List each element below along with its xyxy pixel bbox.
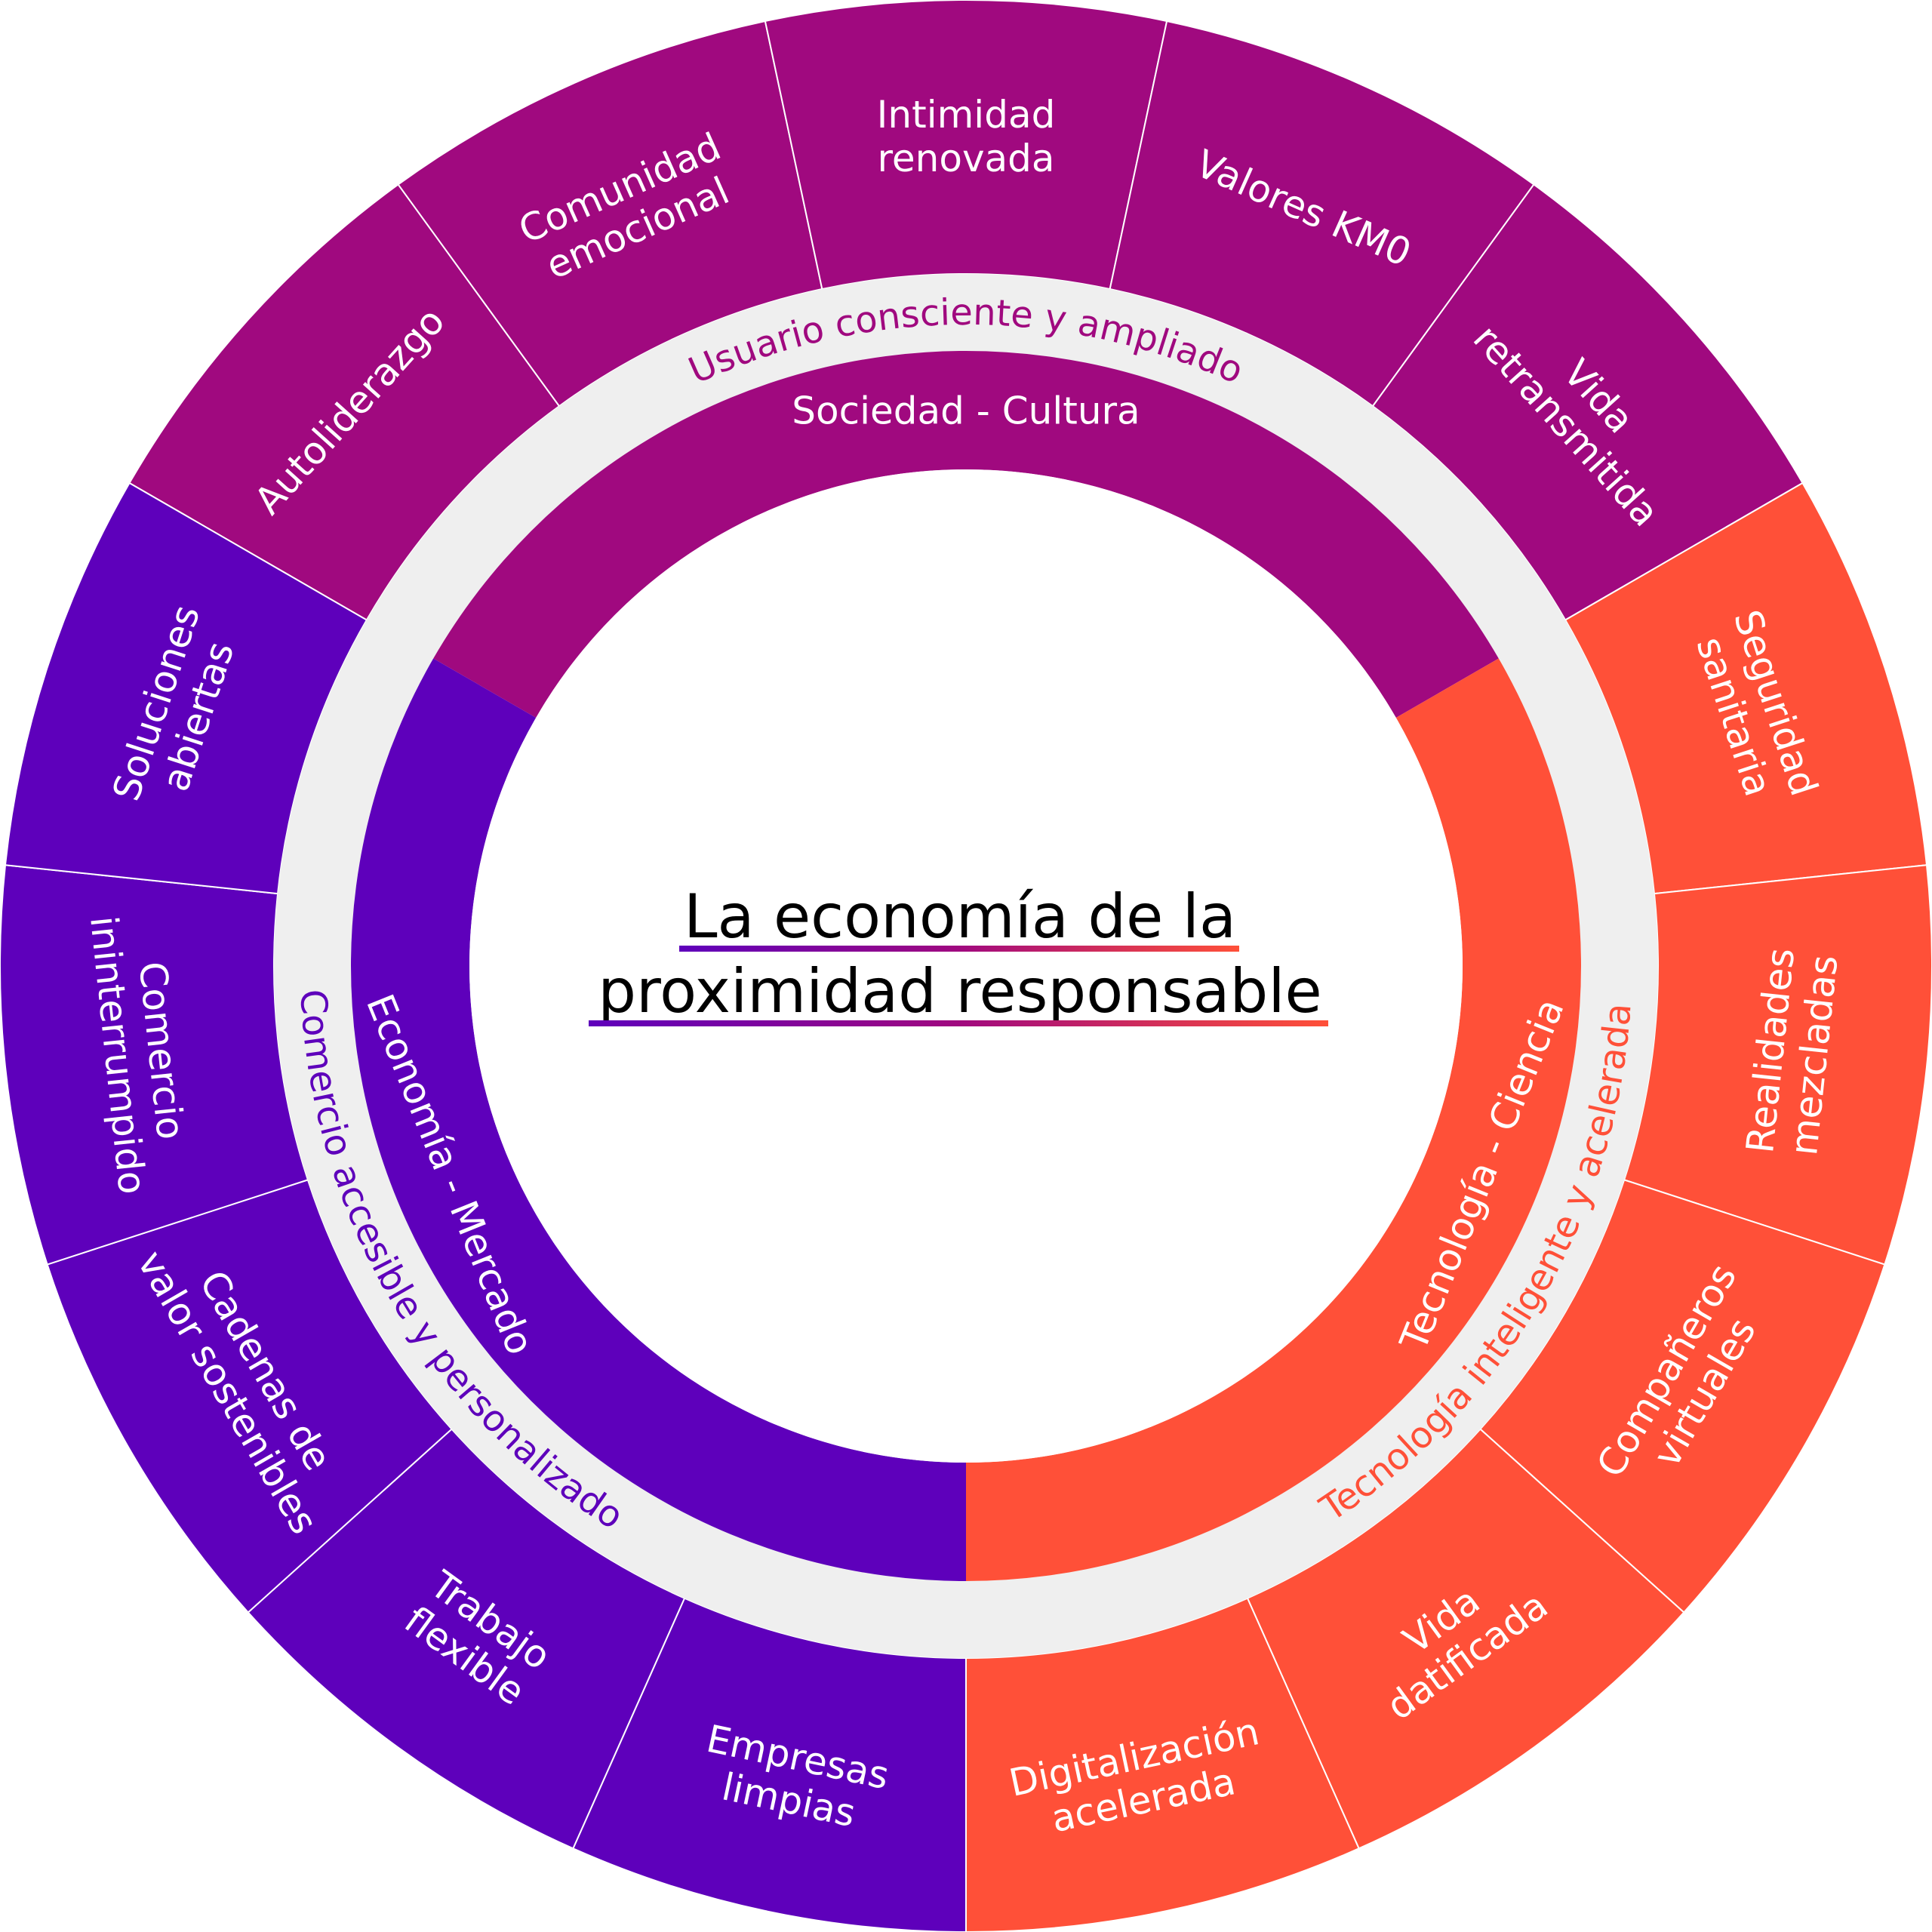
title-line-2: proximidad responsable <box>598 956 1322 1026</box>
center-circle <box>469 469 1463 1463</box>
title-line-1: La economía de la <box>684 881 1236 952</box>
outer-segment-label-line: Intimidad <box>877 93 1056 137</box>
outer-segment-label-line: renovada <box>877 137 1054 180</box>
category-segment-tecnologia <box>966 658 1581 1581</box>
center-title: La economía de la proximidad responsable <box>589 881 1328 1026</box>
title-underline-1 <box>679 946 1239 952</box>
subtitle-ring-band <box>274 274 1658 1658</box>
category-segment-economia <box>351 658 966 1581</box>
title-underline-2 <box>589 1020 1328 1026</box>
category-label-sociedad: Sociedad - Cultura <box>792 389 1140 433</box>
category-segment-sociedad <box>433 351 1499 718</box>
